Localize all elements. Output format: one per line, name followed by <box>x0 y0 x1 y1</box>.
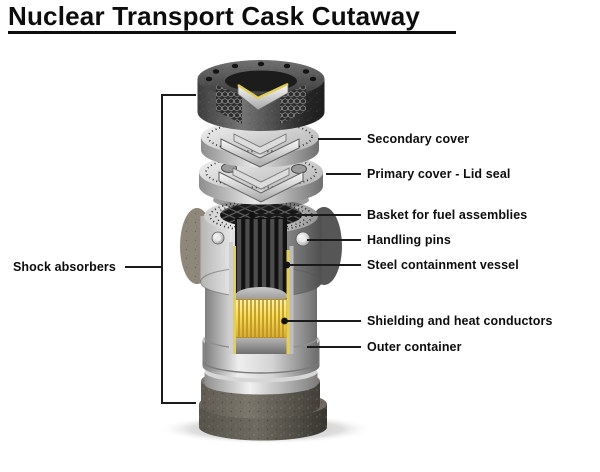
label-shock-absorbers: Shock absorbers <box>13 260 116 274</box>
honeycomb-face-right <box>280 85 306 124</box>
honeycomb-face-left <box>216 85 242 124</box>
leader-dot-basket <box>248 211 256 219</box>
lid-hole-right <box>291 164 307 174</box>
leader-lines <box>125 94 361 404</box>
label-handling-pins: Handling pins <box>367 233 451 247</box>
top-shock-absorber <box>197 60 325 131</box>
label-outer-container: Outer container <box>367 340 462 354</box>
title-underline <box>8 31 456 34</box>
handling-pins <box>211 231 311 247</box>
shielding-band <box>235 299 287 338</box>
cutaway-window <box>229 218 294 354</box>
yellow-shield-edge <box>237 82 289 100</box>
fuel-channels <box>237 219 283 297</box>
leader-dots <box>248 211 291 325</box>
bolt-holes <box>205 61 317 82</box>
label-steel-vessel: Steel containment vessel <box>367 258 519 272</box>
leader-dot-steel-vessel <box>283 261 291 269</box>
label-secondary-cover: Secondary cover <box>367 132 470 146</box>
bracket-shock-absorbers <box>161 94 196 404</box>
page-title: Nuclear Transport Cask Cutaway <box>8 1 421 31</box>
shielding-cut-edge-right <box>286 250 290 354</box>
label-shielding: Shielding and heat conductors <box>367 314 553 328</box>
leader-dot-shielding <box>281 317 288 325</box>
shielding-cut-edge-left <box>233 246 236 354</box>
label-basket: Basket for fuel assemblies <box>367 208 528 222</box>
ring-center-hole <box>225 70 297 92</box>
label-primary-cover: Primary cover - Lid seal <box>367 167 511 181</box>
